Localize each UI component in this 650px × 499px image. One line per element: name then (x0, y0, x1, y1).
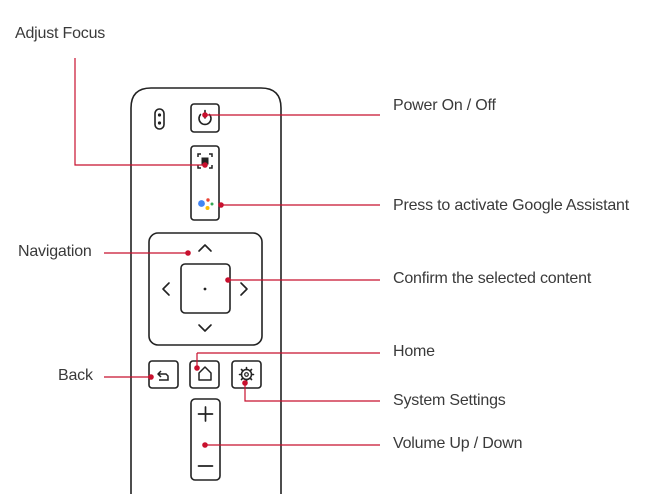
callout-settings (244, 383, 380, 402)
nav-down-button[interactable] (198, 324, 212, 332)
power-button[interactable] (190, 103, 220, 133)
home-icon (198, 366, 212, 381)
home-button[interactable] (189, 360, 220, 389)
chevron-down-icon (198, 324, 212, 332)
google-assistant-icon (198, 198, 214, 210)
led-indicator-icon (154, 108, 165, 130)
callout-lines (74, 58, 380, 448)
nav-right-button[interactable] (240, 282, 248, 296)
chevron-left-icon (162, 282, 170, 296)
volume-up-button[interactable] (197, 406, 214, 422)
label-volume: Volume Up / Down (393, 435, 523, 452)
remote-body (130, 87, 282, 494)
nav-left-button[interactable] (162, 282, 170, 296)
label-navigation: Navigation (18, 243, 92, 260)
chevron-up-icon (198, 244, 212, 252)
callout-adjust-focus (74, 58, 205, 166)
focus-button[interactable] (192, 147, 218, 177)
confirm-button[interactable] (180, 263, 231, 314)
plus-icon (197, 406, 214, 422)
back-arrow-icon (157, 370, 169, 381)
label-home: Home (393, 343, 435, 360)
chevron-right-icon (240, 282, 248, 296)
google-assistant-button[interactable] (192, 188, 218, 218)
label-settings: System Settings (393, 392, 506, 409)
label-back: Back (58, 367, 93, 384)
label-google-assistant: Press to activate Google Assistant (393, 197, 629, 214)
label-confirm: Confirm the selected content (393, 270, 592, 287)
nav-up-button[interactable] (198, 244, 212, 252)
focus-frame-icon (197, 153, 213, 169)
back-button[interactable] (148, 360, 179, 389)
label-power: Power On / Off (393, 97, 496, 114)
label-adjust-focus: Adjust Focus (15, 25, 106, 42)
volume-rocker (190, 398, 221, 481)
settings-button[interactable] (231, 360, 262, 389)
gear-icon (238, 366, 255, 383)
